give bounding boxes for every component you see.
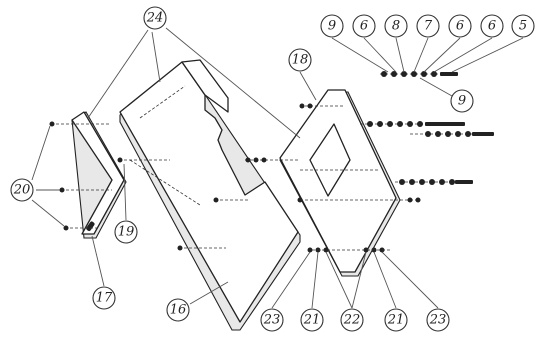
- callout-ring: [92, 286, 116, 310]
- callout-number: 6: [456, 19, 464, 34]
- callout-number: 9: [328, 19, 336, 34]
- callout-c16: 16: [166, 298, 190, 322]
- callout-ring: [143, 6, 167, 30]
- callout-c8: 8: [384, 14, 408, 38]
- callout-c17: 17: [92, 286, 116, 310]
- callout-c19: 19: [114, 220, 138, 244]
- callout-ring: [288, 48, 312, 72]
- callout-number: 23: [429, 313, 447, 328]
- callout-ring: [426, 308, 450, 332]
- part-16-base-plate: [119, 59, 301, 331]
- callout-c7: 7: [416, 14, 440, 38]
- callout-c21a: 21: [300, 308, 324, 332]
- callout-ring: [416, 14, 440, 38]
- hardware-bolts-5-9: [49, 71, 495, 253]
- callout-c23a: 23: [260, 308, 284, 332]
- callout-number: 22: [343, 313, 361, 328]
- callout-ring: [260, 308, 284, 332]
- callout-number: 6: [488, 19, 496, 34]
- callout-ring: [114, 220, 138, 244]
- callout-number: 9: [458, 94, 466, 109]
- callout-ring: [320, 14, 344, 38]
- callout-c9a: 9: [320, 14, 344, 38]
- callout-number: 18: [292, 53, 309, 68]
- callout-number: 5: [519, 19, 527, 34]
- callout-number: 6: [360, 19, 368, 34]
- callout-number: 19: [118, 225, 135, 240]
- callout-number: 16: [170, 303, 187, 318]
- callout-c9b: 9: [450, 89, 474, 113]
- callout-ring: [352, 14, 376, 38]
- callout-c6c: 6: [480, 14, 504, 38]
- leader-lines: [31, 27, 524, 309]
- callout-ring: [450, 89, 474, 113]
- callout-number: 21: [387, 313, 405, 328]
- callout-c21b: 21: [384, 308, 408, 332]
- callout-number: 20: [13, 183, 31, 198]
- callout-c18: 18: [288, 48, 312, 72]
- callout-labels: 24 9 6 8 7 6 6 5 18 9 20 19 17 16 23 21 22 21 23: [10, 6, 535, 332]
- callout-c6b: 6: [448, 14, 472, 38]
- callout-number: 7: [424, 19, 433, 34]
- callout-ring: [384, 14, 408, 38]
- callout-number: 21: [303, 313, 321, 328]
- part-17-side-rail: [71, 111, 127, 239]
- callout-ring: [10, 178, 34, 202]
- callout-number: 17: [96, 291, 113, 306]
- callout-ring: [384, 308, 408, 332]
- callout-c5: 5: [511, 14, 535, 38]
- callout-ring: [480, 14, 504, 38]
- callout-ring: [340, 308, 364, 332]
- callout-number: 8: [392, 19, 400, 34]
- callout-number: 23: [263, 313, 281, 328]
- callout-number: 24: [146, 11, 164, 26]
- callout-ring: [166, 298, 190, 322]
- callout-c20: 20: [10, 178, 34, 202]
- callout-ring: [448, 14, 472, 38]
- callout-c6a: 6: [352, 14, 376, 38]
- callout-c24: 24: [143, 6, 167, 30]
- callout-ring: [300, 308, 324, 332]
- callout-c23b: 23: [426, 308, 450, 332]
- callout-ring: [511, 14, 535, 38]
- callout-c22: 22: [340, 308, 364, 332]
